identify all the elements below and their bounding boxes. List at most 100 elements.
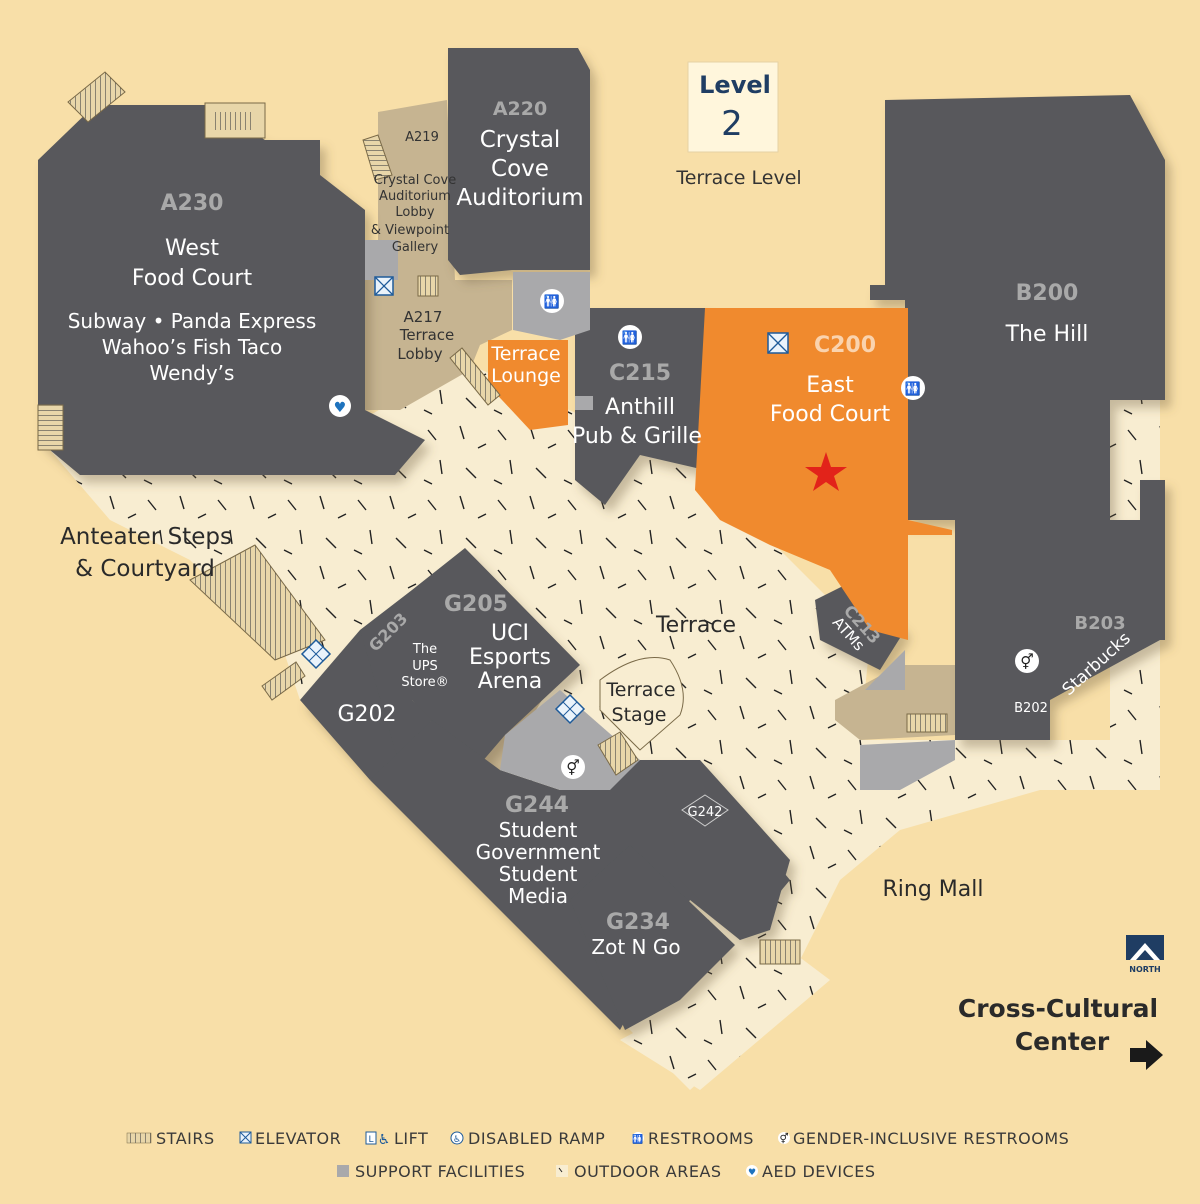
support-atm (865, 650, 905, 690)
c215-building (575, 308, 705, 505)
a220-name-3: Auditorium (456, 185, 583, 211)
c200-name-1: East (806, 373, 854, 398)
a219-name-4: & Viewpoint (371, 223, 449, 238)
a220-name-2: Cove (491, 156, 549, 182)
a230-name-1: West (165, 236, 219, 261)
legend-stairs-icon (126, 1132, 152, 1144)
legend-stairs: STAIRS (156, 1129, 215, 1148)
svg-text:🚻: 🚻 (632, 1133, 643, 1145)
a230-vendors-1: Subway • Panda Express (68, 309, 317, 333)
b200-building (870, 95, 1165, 740)
g242-area (660, 760, 790, 940)
restroom-icon: 🚻 (618, 325, 642, 349)
g203-name-2: UPS (412, 659, 438, 674)
cross-cultural-label-1: Cross-Cultural (958, 994, 1158, 1023)
aed-icon: ♥ (329, 395, 351, 417)
a220-name-1: Crystal (480, 127, 561, 153)
g244-name-1: Student (499, 818, 578, 842)
legend-restroom-icon: 🚻 (632, 1132, 644, 1145)
terrace-stage-label-1: Terrace (605, 679, 675, 701)
restroom-icon: 🚻 (901, 376, 925, 400)
legend: STAIRS ELEVATOR L ♿ LIFT ♿ DISABLED RAMP… (126, 1129, 1069, 1181)
terrace-stage-label-2: Stage (612, 704, 667, 726)
legend-support-icon (337, 1165, 349, 1177)
stairs-a217 (417, 275, 439, 297)
legend-aed-icon: ♥ (746, 1165, 758, 1178)
you-are-here-star-icon (805, 452, 847, 491)
stairs-group (37, 71, 948, 965)
terrace-lounge-name-2: Lounge (491, 365, 561, 387)
b200-code: B200 (1016, 281, 1079, 306)
anteater-steps-label-1: Anteater Steps (60, 524, 232, 550)
g205-name-1: UCI (491, 621, 529, 646)
terrace-lounge[interactable] (488, 340, 568, 430)
g202-building (300, 630, 398, 780)
level-indicator: Level 2 (687, 61, 779, 153)
terrace-outdoor-area (50, 360, 1160, 1090)
b202-code: B202 (1014, 701, 1048, 716)
a219-name-1: Crystal Cove (374, 173, 456, 188)
g244-name-3: Student (499, 862, 578, 886)
ring-mall-label: Ring Mall (883, 877, 984, 902)
legend-elevator-icon (239, 1131, 252, 1144)
support-east (860, 740, 955, 790)
svg-text:⚥: ⚥ (779, 1133, 788, 1145)
c200-code: C200 (814, 333, 876, 358)
legend-support: SUPPORT FACILITIES (355, 1162, 525, 1181)
level-subtitle: Terrace Level (675, 167, 801, 189)
north-label: NORTH (1129, 965, 1160, 974)
stairs-a219 (362, 134, 393, 181)
gender-inclusive-restroom-icon: ⚥ (1015, 649, 1039, 673)
g244-code: G244 (505, 793, 569, 818)
anteater-steps-label-2: & Courtyard (75, 556, 215, 582)
g203-name-3: Store® (401, 675, 448, 690)
g242-outline (681, 794, 729, 827)
b203-code: B203 (1074, 613, 1125, 634)
legend-restrooms: RESTROOMS (648, 1129, 754, 1148)
legend-outdoor-icon (556, 1165, 568, 1177)
stairs-west (37, 404, 64, 451)
a230-name-2: Food Court (132, 266, 253, 291)
a219-name-5: Gallery (392, 240, 439, 255)
buildings (38, 48, 1165, 1030)
svg-text:♿: ♿ (378, 1132, 391, 1148)
b203-building (1045, 600, 1160, 700)
g234-building (570, 845, 735, 1030)
legend-gender-inclusive: GENDER-INCLUSIVE RESTROOMS (793, 1129, 1069, 1148)
stairs-north (212, 112, 254, 130)
terrace-lounge-name-1: Terrace (490, 343, 560, 365)
c200-name-2: Food Court (770, 402, 891, 427)
b202-building (1010, 675, 1050, 740)
a217-name-1: Terrace (399, 326, 455, 344)
g234-code: G234 (606, 910, 670, 935)
g203-name-1: The (412, 642, 437, 657)
level-number: 2 (721, 104, 743, 144)
north-compass-icon: NORTH (1126, 935, 1164, 974)
cross-cultural-label-2: Center (1015, 1027, 1110, 1056)
a219-lobby-area (378, 100, 455, 280)
a219-code: A219 (405, 130, 439, 145)
stairs-lounge (449, 347, 501, 406)
restroom-icon: 🚻 (540, 289, 564, 313)
legend-aed: AED DEVICES (762, 1162, 876, 1181)
stairs-east (906, 713, 948, 733)
legend-ramp: DISABLED RAMP (468, 1129, 605, 1148)
g205-name-3: Arena (478, 669, 543, 694)
g234-name: Zot N Go (591, 935, 680, 959)
stairs-g202 (261, 661, 306, 701)
c215-name-2: Pub & Grille (572, 424, 702, 449)
terrace-label: Terrace (655, 613, 736, 638)
legend-outdoor: OUTDOOR AREAS (574, 1162, 722, 1181)
g202-code: G202 (337, 702, 396, 727)
elevator-icon (374, 276, 394, 296)
c213-building (815, 580, 905, 670)
legend-lift: LIFT (394, 1129, 428, 1148)
legend-ramp-icon: ♿ (450, 1131, 464, 1145)
a219-name-3: Lobby (395, 205, 434, 220)
g244-name-4: Media (508, 884, 568, 908)
a217-terrace-lobby-area (348, 280, 512, 410)
stairs-stage (597, 731, 639, 776)
svg-text:♥: ♥ (748, 1168, 756, 1178)
svg-text:♿: ♿ (453, 1135, 461, 1145)
